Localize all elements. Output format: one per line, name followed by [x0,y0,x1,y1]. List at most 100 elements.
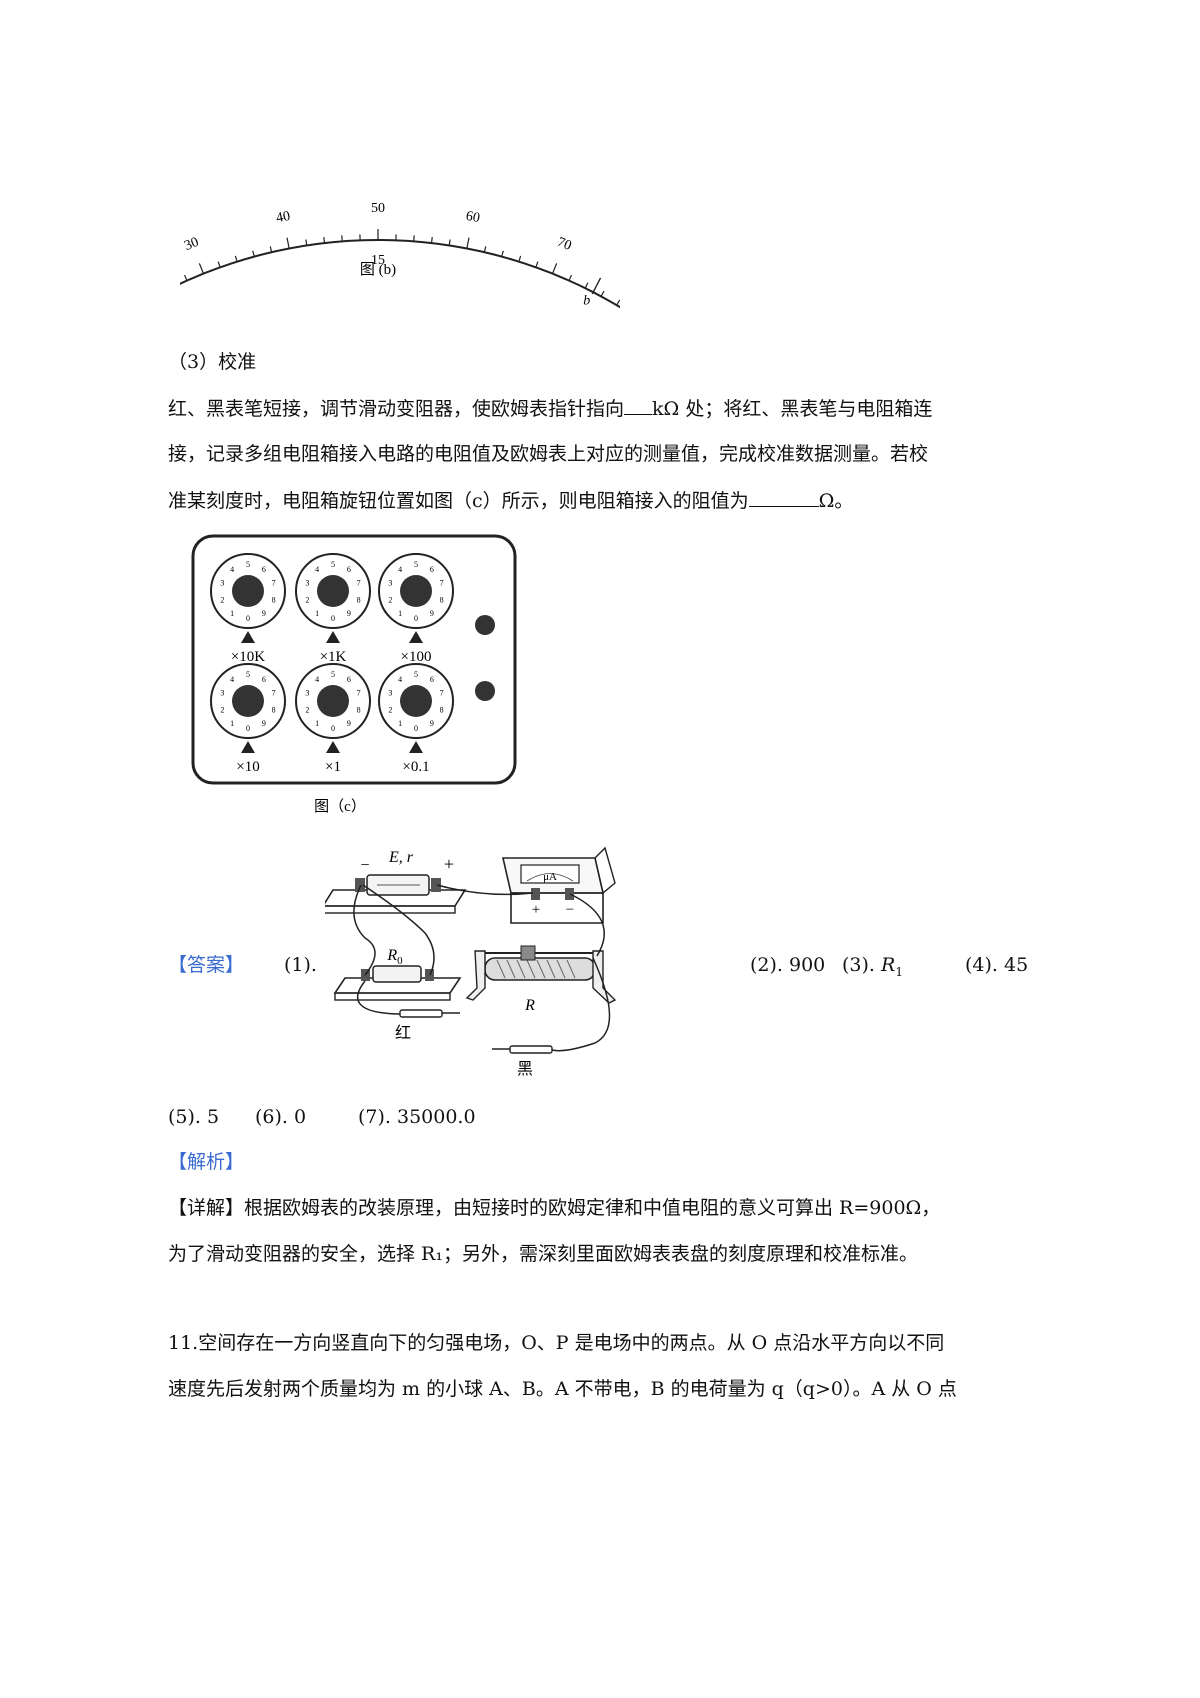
dial-digit: 0 [246,724,250,733]
dial-digit: 1 [230,719,234,728]
scale-tick [183,274,188,281]
answer-5: (5). 5 [168,1106,220,1128]
dial-digit: 4 [315,565,319,574]
section-3-heading: （3）校准 [168,351,257,373]
rheostat-leg-left [465,950,486,1001]
dial-pointer [326,741,340,753]
scale-tick [269,246,273,253]
dial-digit: 9 [262,609,266,618]
red-probe [399,1009,443,1018]
text: (3). [842,954,875,976]
answer-6: (6). 0 [255,1106,307,1128]
terminal-bottom [475,681,495,701]
dial-digit: 6 [347,565,351,574]
scale-tick [252,250,255,257]
text: 准某刻度时，电阻箱旋钮位置如图（c）所示，则电阻箱接入的阻值为 [168,490,749,512]
dial-digit: 8 [440,705,444,714]
dial-digit: 3 [388,689,392,698]
scale-kohm-label: 15 [371,253,385,268]
dial-digit: 0 [414,724,418,733]
battery-terminal-right [431,878,441,892]
scale-tick [430,237,433,244]
dial-digit: 9 [430,719,434,728]
black-probe [509,1045,553,1054]
answer-tag: 【答案】 [168,954,245,976]
scale-arc [180,238,620,309]
scale-tick [286,237,290,249]
section-3-line-3: 准某刻度时，电阻箱旋钮位置如图（c）所示，则电阻箱接入的阻值为 Ω。 [168,488,853,513]
r0-terminal-right [425,969,434,981]
analysis-detail-1: 【详解】根据欧姆表的改装原理，由短接时的欧姆定律和中值电阻的意义可算出 R=90… [168,1197,941,1219]
battery-plus: + [444,854,454,874]
dial-knob [317,685,349,717]
dial-pointer [409,741,423,753]
dial-digit: 0 [246,614,250,623]
rheostat-label: R [524,997,535,1014]
scale-ua-label: 40 [275,209,292,226]
scale-tick [584,282,589,289]
dial-digit: 5 [246,560,250,569]
dial-digit: 6 [262,565,266,574]
meter-plus: + [532,902,540,918]
circuit-diagram: − E, r + μA + − R0 R 红 黑 [325,846,617,1078]
dial-multiplier-label: ×0.1 [402,759,429,775]
dial-digit: 2 [220,705,224,714]
scale-ua-label: 50 [371,201,385,216]
scale-tick [535,261,539,268]
dial-digit: 6 [262,675,266,684]
battery-label: E, r [388,849,414,866]
dial-digit: 1 [230,609,234,618]
dial-pointer [241,741,255,753]
scale-ua-label: 70 [555,235,574,254]
dial-digit: 7 [272,689,276,698]
scale-tick [323,237,326,244]
scale-tick [217,261,221,268]
dial-digit: 3 [220,579,224,588]
dial-digit: 6 [347,675,351,684]
figure-c-caption: 图（c） [314,798,366,815]
dial-digit: 2 [305,705,309,714]
rheostat-slider [520,945,536,961]
answer-blank [748,488,819,507]
section-3-line-2: 接，记录多组电阻箱接入电路的电阻值及欧姆表上对应的测量值，完成校准数据测量。若校 [168,443,929,465]
dial-digit: 9 [430,609,434,618]
analysis-tag: 【解析】 [168,1151,245,1173]
terminal-top [475,615,495,635]
dial-multiplier-label: ×10K [231,649,265,665]
dial-digit: 9 [347,719,351,728]
dial-digit: 6 [430,675,434,684]
rheostat-leg-right [592,950,617,1004]
dial-digit: 0 [414,614,418,623]
dial-digit: 1 [398,609,402,618]
meter-label: μA [543,871,557,883]
meter-body [510,892,604,924]
question-11-line-1: 11.空间存在一方向竖直向下的匀强电场，O、P 是电场中的两点。从 O 点沿水平… [168,1332,945,1354]
dial-digit: 3 [305,579,309,588]
dial-digit: 8 [440,595,444,604]
figure-c-resistance-box: 0123456789×10K0123456789×1K0123456789×10… [191,534,517,815]
analysis-detail-2: 为了滑动变阻器的安全，选择 R₁；另外，需深刻里面欧姆表表盘的刻度原理和校准标准… [168,1243,918,1265]
dial-digit: 9 [262,719,266,728]
dial-knob [232,575,264,607]
dial-knob [400,575,432,607]
r0-label: R0 [386,947,403,967]
dial-digit: 8 [272,705,276,714]
scale-mark-line [591,277,602,295]
dial-digit: 5 [414,670,418,679]
answer-7: (7). 35000.0 [358,1106,476,1128]
dial-digit: 5 [414,560,418,569]
answer-blank [624,396,653,415]
scale-tick [305,239,308,246]
dial-knob [317,575,349,607]
question-11-line-2: 速度先后发射两个质量均为 m 的小球 A、B。A 不带电，B 的电荷量为 q（q… [168,1378,957,1400]
scale-tick [518,255,522,262]
dial-digit: 1 [315,719,319,728]
scale-tick [501,250,504,257]
black-probe-label: 黑 [517,1061,533,1078]
dial-digit: 8 [357,595,361,604]
meter-terminal-left [531,888,540,900]
dial-digit: 8 [272,595,276,604]
text: Ω。 [818,490,854,512]
answer-4: (4). 45 [965,954,1029,976]
dial-pointer [326,631,340,643]
